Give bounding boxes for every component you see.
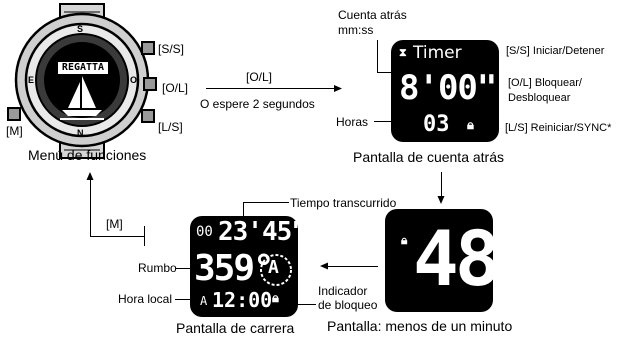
arrow-ol-line <box>206 88 334 89</box>
label-hours: Horas <box>336 115 369 129</box>
arrow-ol-sublabel: O espere 2 segundos <box>200 97 315 111</box>
screen-regatta-label: REGATTA <box>58 62 108 74</box>
label-button-ss: [S/S] <box>158 42 185 56</box>
elapsed-big: 23'45" <box>218 217 307 247</box>
caption-countdown-screen: Pantalla de cuenta atrás <box>353 149 504 165</box>
local-time-prefix: A <box>200 294 208 308</box>
under-minute-screen: 🔒︎ 48 <box>385 209 500 312</box>
annotation-ss: [S/S] Iniciar/Detener <box>506 45 605 57</box>
countdown-time: 8'00" <box>399 68 497 108</box>
bezel-label-n: N <box>77 128 84 138</box>
heading-value: 359° <box>194 248 275 289</box>
local-time: 12:00 <box>212 288 273 312</box>
label-button-m: [M] <box>6 124 23 138</box>
arrow-m-label: [M] <box>106 217 123 231</box>
lock-icon-race: 🔒︎ <box>272 291 279 306</box>
arrow-m-line-h <box>90 236 144 237</box>
button-ls <box>141 109 155 123</box>
button-ss <box>141 41 155 55</box>
leader-lock <box>290 304 316 305</box>
sail-right <box>82 76 96 108</box>
arrow-m-tick <box>144 226 145 246</box>
hourglass-icon: ⧗ <box>399 46 407 59</box>
leader-local-time <box>175 299 191 300</box>
countdown-hours: 03 <box>423 112 450 137</box>
bezel-label-e: E <box>28 75 35 85</box>
label-heading: Rumbo <box>138 261 177 275</box>
label-local-time: Hora local <box>118 292 173 306</box>
countdown-screen: ⧗ Timer 8'00" 03 🔒︎ <box>391 40 499 142</box>
leader-hours <box>374 121 398 122</box>
sail-left <box>68 82 80 108</box>
arrow-left-line <box>326 266 378 267</box>
bezel-label-o: O <box>130 75 138 85</box>
lock-icon-minute: 🔒︎ <box>401 233 408 247</box>
compass-icon <box>260 254 292 286</box>
leader-mmss-v <box>377 40 378 72</box>
lock-icon: 🔒︎ <box>467 118 474 133</box>
label-button-ls: [L/S] <box>158 120 183 134</box>
under-minute-seconds: 48 <box>413 214 500 303</box>
leader-heading <box>176 268 192 269</box>
label-elapsed: Tiempo transcurrido <box>290 196 397 210</box>
label-button-ol: [O/L] <box>162 81 189 95</box>
button-ol <box>143 77 157 91</box>
annotation-ls: [L/S] Reiniciar/SYNC* <box>505 122 612 134</box>
leader-elapsed-v <box>243 202 244 220</box>
boat-hull <box>62 110 102 116</box>
leader-mmss-h <box>377 72 399 73</box>
arrow-m-line-v <box>90 178 91 236</box>
label-lock-indicator: Indicador de bloqueo <box>318 284 378 312</box>
caption-function-menu: Menú de funciones <box>28 147 147 163</box>
bezel-label-s: S <box>77 24 84 34</box>
annotation-ol: [O/L] Bloquear/ Desbloquear <box>508 77 582 104</box>
button-m <box>7 107 21 121</box>
label-countdown-mmss: Cuenta atrás mm:ss <box>338 8 407 37</box>
leader-elapsed-h <box>243 202 289 203</box>
compass-letter: A <box>268 257 279 278</box>
race-screen: 00 23'45" 359° A A 12:00 🔒︎ <box>190 216 307 317</box>
caption-race-screen: Pantalla de carrera <box>176 320 295 336</box>
countdown-title: Timer <box>413 43 462 63</box>
caption-under-minute-screen: Pantalla: menos de un minuto <box>327 318 513 334</box>
elapsed-small: 00 <box>196 224 213 240</box>
arrow-ol-label: [O/L] <box>246 70 273 84</box>
arrow-down-line <box>441 172 442 198</box>
